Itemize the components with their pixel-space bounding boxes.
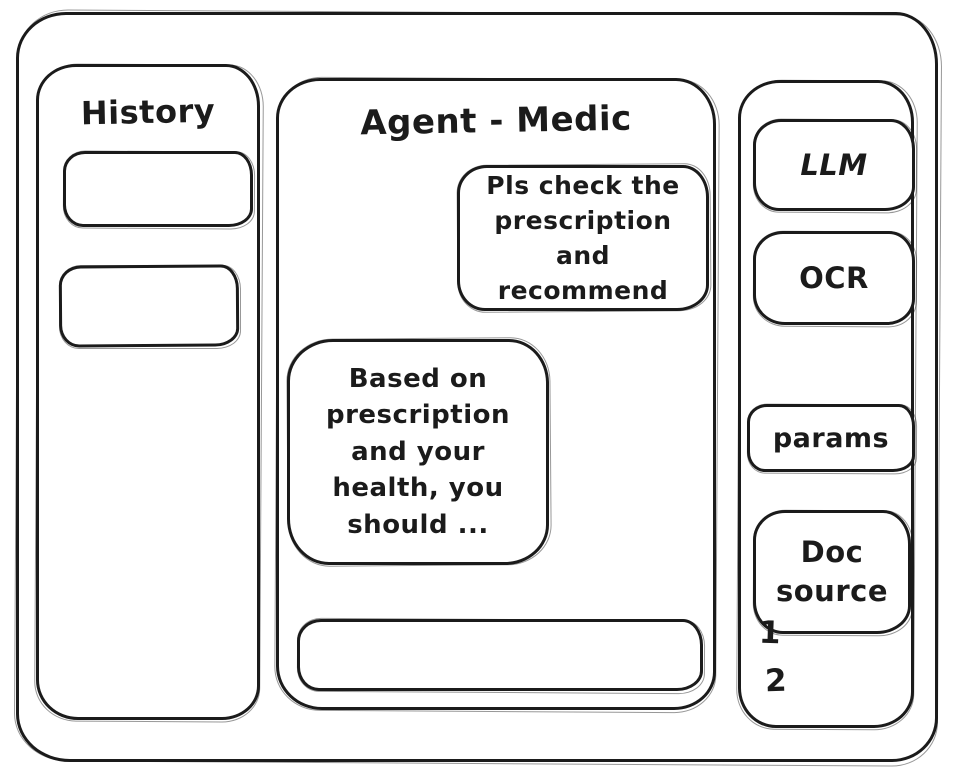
llm-button[interactable]: LLM: [753, 119, 915, 211]
user-message-bubble: Pls check the prescription and recommend: [457, 165, 709, 311]
assistant-message-bubble: Based on prescription and your health, y…: [287, 339, 549, 565]
doc-source-button[interactable]: Doc source: [753, 510, 911, 634]
doc-source-item-1[interactable]: 1: [758, 614, 782, 652]
params-button[interactable]: params: [747, 404, 915, 472]
ocr-button[interactable]: OCR: [753, 231, 915, 325]
history-item[interactable]: [63, 151, 253, 227]
history-item[interactable]: [58, 264, 240, 348]
tools-panel: LLM OCR params Doc source 1 2: [738, 80, 915, 728]
message-input[interactable]: [300, 622, 700, 688]
history-title: History: [80, 91, 216, 133]
doc-source-item-2[interactable]: 2: [764, 662, 788, 700]
history-panel: History: [36, 64, 260, 720]
chat-panel: Agent - Medic Pls check the prescription…: [276, 78, 716, 710]
chat-title: Agent - Medic: [359, 98, 633, 144]
message-input-bar[interactable]: [297, 619, 703, 691]
